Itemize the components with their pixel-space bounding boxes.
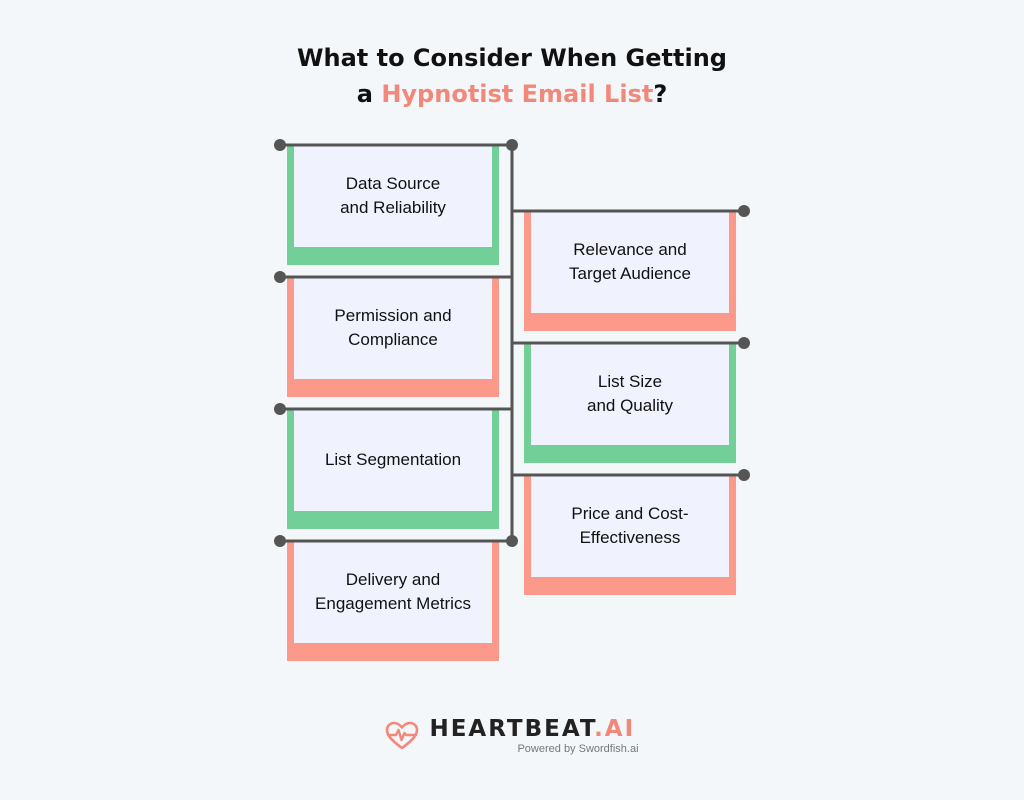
brand-text: HEARTBEAT.AI Powered by Swordfish.ai	[429, 716, 638, 756]
title-line-1: What to Consider When Getting	[297, 44, 727, 72]
connector-dot	[274, 271, 286, 283]
brand-name-main: HEARTBEAT	[429, 716, 595, 742]
consideration-label: Relevance and Target Audience	[569, 240, 691, 283]
consideration-label: List Segmentation	[324, 450, 462, 469]
connector-dot	[738, 337, 750, 349]
connector-dot	[506, 535, 518, 547]
connector-dot	[738, 205, 750, 217]
title-line-2: a Hypnotist Email List?	[0, 76, 1024, 112]
heart-pulse-icon	[386, 721, 419, 750]
consideration-label: List Size and Quality	[587, 372, 673, 415]
connector-dot	[274, 535, 286, 547]
brand-name-suffix: .AI	[594, 716, 636, 742]
connector-dot	[738, 469, 750, 481]
connector-dot	[274, 139, 286, 151]
consideration-label: Permission and Compliance	[334, 306, 452, 349]
consideration-card-list-size: List Size and Quality	[524, 343, 736, 463]
consideration-label: Price and Cost- Effectiveness	[571, 504, 689, 547]
title-line-2-suffix: ?	[653, 80, 668, 108]
consideration-label: Delivery and Engagement Metrics	[315, 570, 471, 613]
consideration-card-delivery: Delivery and Engagement Metrics	[287, 541, 499, 661]
consideration-label: Data Source and Reliability	[340, 174, 446, 217]
consideration-card-permission: Permission and Compliance	[287, 277, 499, 397]
consideration-card-segmentation: List Segmentation	[287, 409, 499, 529]
consideration-card-data-source: Data Source and Reliability	[287, 145, 499, 265]
connector-dot	[274, 403, 286, 415]
consideration-card-price: Price and Cost- Effectiveness	[524, 475, 736, 595]
brand-logo: HEARTBEAT.AI Powered by Swordfish.ai	[0, 716, 1024, 756]
title-highlight: Hypnotist Email List	[381, 80, 654, 108]
connector-dot	[506, 139, 518, 151]
title-line-2-prefix: a	[356, 80, 382, 108]
consideration-card-relevance: Relevance and Target Audience	[524, 211, 736, 331]
powered-by-text: Powered by Swordfish.ai	[517, 743, 639, 755]
brand-name: HEARTBEAT.AI	[429, 716, 635, 742]
page-title: What to Consider When Getting a Hypnotis…	[0, 40, 1024, 112]
